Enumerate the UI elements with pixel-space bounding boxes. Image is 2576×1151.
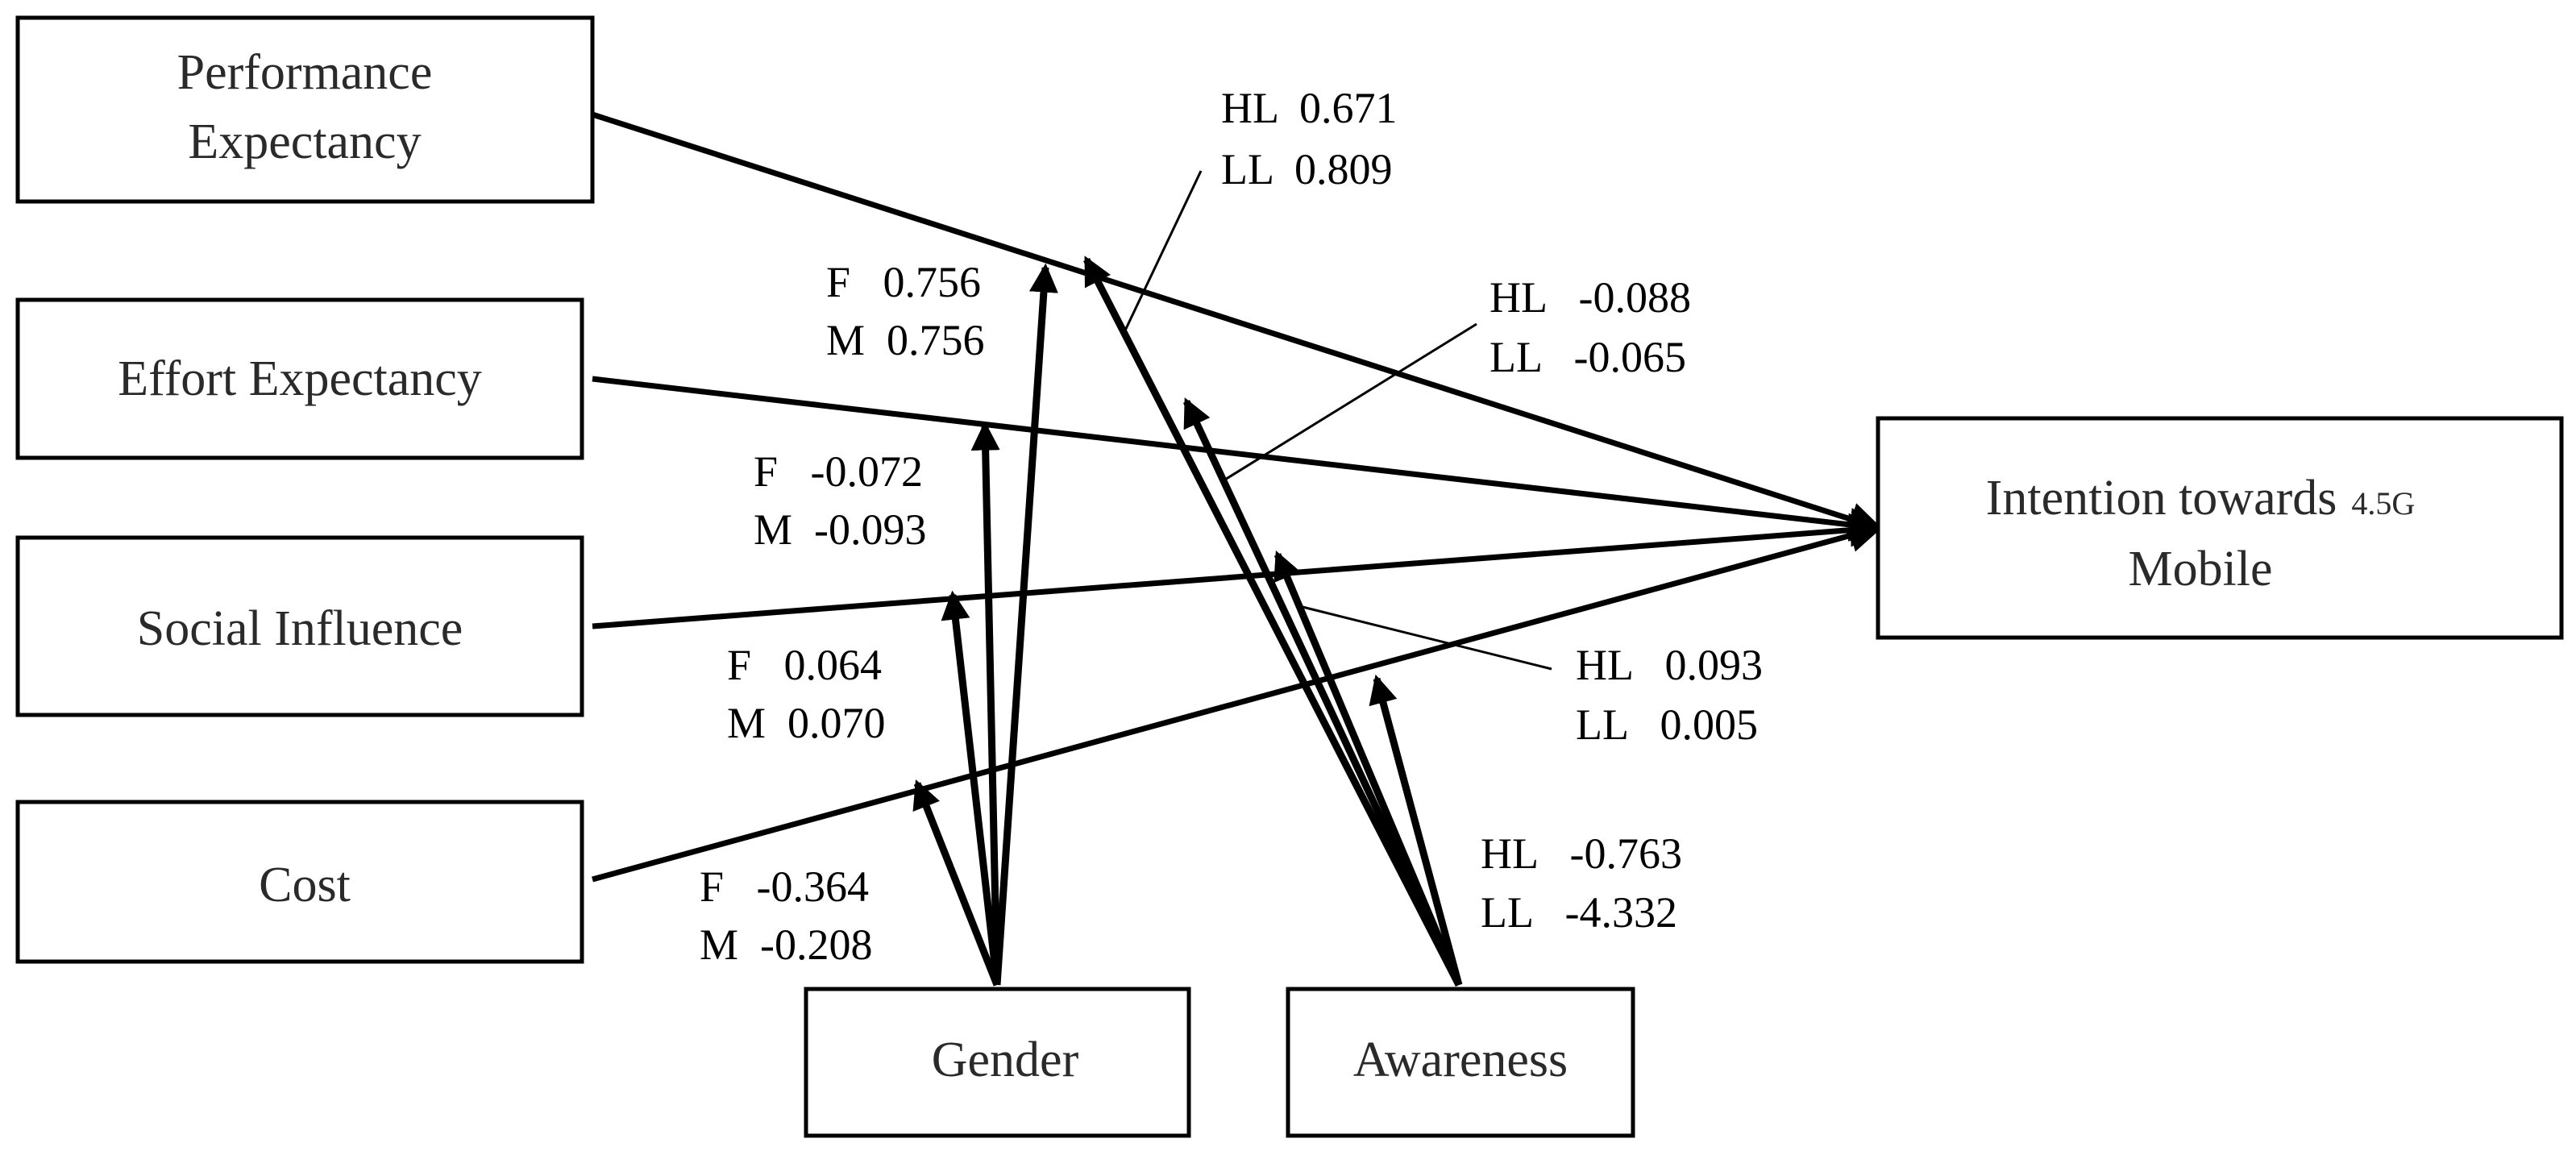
awareness-coef-social-hl: HL 0.093 bbox=[1576, 641, 1763, 689]
box-cost: Cost bbox=[15, 800, 584, 964]
path-effort-to-intention bbox=[592, 376, 1884, 542]
intention-label-line2: Mobile bbox=[2128, 542, 2272, 596]
awareness-coef-performance-hl: HL 0.671 bbox=[1221, 84, 1397, 132]
path-social-to-intention bbox=[592, 513, 1884, 630]
box-intention: Intention towards 4.5G Mobile bbox=[1876, 416, 2564, 640]
awareness-arrow-to-cost-path bbox=[1369, 674, 1463, 987]
intention-label-small: 4.5G bbox=[2351, 485, 2415, 521]
gender-arrow-to-social-path bbox=[941, 590, 1001, 986]
gender-arrow-to-performance-path bbox=[993, 263, 1058, 986]
awareness-coef-performance-ll: LL 0.809 bbox=[1221, 145, 1392, 193]
box-gender: Gender bbox=[804, 987, 1191, 1138]
intention-label-main: Intention towards bbox=[1986, 471, 2337, 526]
cost-label: Cost bbox=[259, 858, 351, 912]
awareness-coef-social-ll: LL 0.005 bbox=[1576, 700, 1758, 749]
awareness-coef-effort-hl: HL -0.088 bbox=[1490, 273, 1691, 322]
gender-arrow-to-cost-path bbox=[912, 779, 1001, 987]
path-performance-to-intention bbox=[591, 111, 1884, 536]
effort-expectancy-label: Effort Expectancy bbox=[118, 351, 482, 406]
gender-coef-cost-m: M -0.208 bbox=[700, 920, 873, 969]
leader-awareness-performance bbox=[1123, 170, 1203, 333]
gender-coef-cost-f: F -0.364 bbox=[700, 862, 869, 911]
awareness-arrow-to-performance-path bbox=[1082, 256, 1463, 987]
leader-awareness-social bbox=[1298, 605, 1552, 671]
box-performance-expectancy: Performance Expectancy bbox=[15, 15, 595, 204]
gender-coef-social-m: M 0.070 bbox=[727, 699, 886, 747]
leader-awareness-effort bbox=[1220, 322, 1477, 484]
intention-label-line1: Intention towards 4.5G bbox=[1986, 471, 2416, 526]
path-cost-to-intention bbox=[592, 518, 1884, 883]
box-social-influence: Social Influence bbox=[15, 535, 584, 717]
awareness-coef-effort-ll: LL -0.065 bbox=[1490, 333, 1686, 381]
social-influence-label: Social Influence bbox=[137, 601, 463, 656]
box-awareness: Awareness bbox=[1286, 987, 1635, 1138]
box-effort-expectancy: Effort Expectancy bbox=[15, 297, 584, 460]
awareness-arrow-to-social-path bbox=[1273, 551, 1463, 987]
awareness-coef-cost-ll: LL -4.332 bbox=[1481, 888, 1677, 937]
performance-expectancy-label-line1: Performance bbox=[177, 45, 433, 100]
awareness-arrow-to-effort-path bbox=[1182, 397, 1463, 987]
gender-arrow-to-effort-path bbox=[970, 421, 1001, 986]
awareness-coef-cost-hl: HL -0.763 bbox=[1481, 829, 1682, 878]
gender-label: Gender bbox=[932, 1033, 1079, 1087]
gender-coef-performance-m: M 0.756 bbox=[826, 316, 985, 364]
awareness-label: Awareness bbox=[1353, 1033, 1568, 1087]
performance-expectancy-label-line2: Expectancy bbox=[188, 114, 421, 169]
gender-coef-effort-f: F -0.072 bbox=[754, 447, 923, 496]
gender-coef-social-f: F 0.064 bbox=[727, 641, 882, 689]
gender-coef-performance-f: F 0.756 bbox=[826, 258, 981, 306]
gender-coef-effort-m: M -0.093 bbox=[754, 505, 927, 554]
